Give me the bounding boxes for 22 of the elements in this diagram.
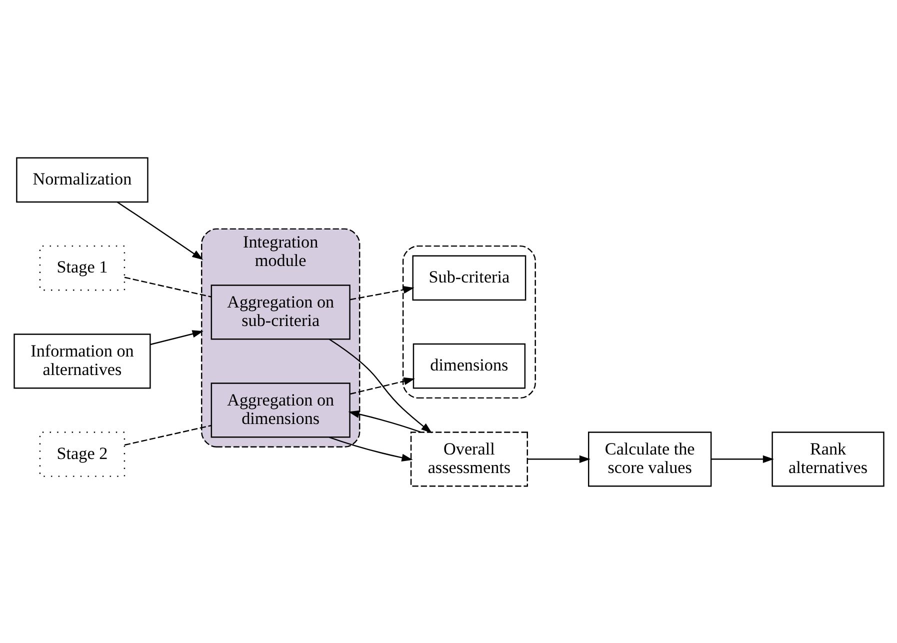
- node-box: dimensions: [412, 342, 526, 388]
- connector: [124, 424, 211, 446]
- arrow: [150, 330, 203, 345]
- arrow: [328, 338, 432, 433]
- arrow: [527, 454, 590, 463]
- node-box: Calculate the score values: [588, 431, 712, 486]
- arrow: [349, 376, 414, 394]
- arrow: [711, 454, 774, 463]
- arrow: [349, 286, 414, 300]
- node-box: Stage 2: [38, 431, 125, 476]
- arrow: [348, 410, 420, 432]
- node-box: Overall assessments: [410, 431, 528, 486]
- node-box: Aggregation on dimensions: [210, 382, 350, 438]
- node-box: Aggregation on sub-criteria: [210, 284, 350, 340]
- node-box: Sub-criteria: [412, 254, 526, 300]
- node-box: Stage 1: [38, 244, 125, 290]
- node-box: Information on alternatives: [13, 333, 150, 388]
- connector: [124, 276, 211, 297]
- arrow: [116, 201, 203, 260]
- arrow: [328, 436, 412, 461]
- node-box: Rank alternatives: [771, 431, 884, 486]
- node-box: Normalization: [16, 156, 148, 202]
